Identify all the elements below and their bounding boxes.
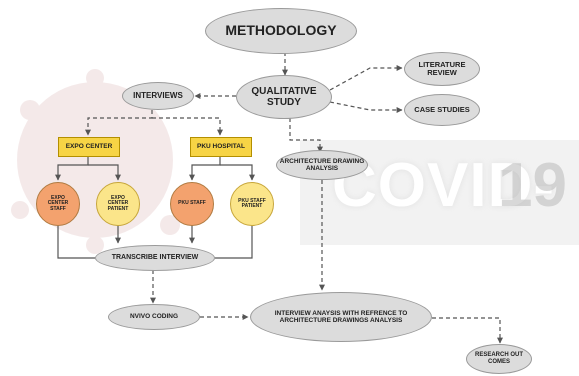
node-pku-staff: PKU STAFF	[170, 182, 214, 226]
node-transcribe-interview: TRANSCRIBE INTERVIEW	[95, 245, 215, 271]
node-expo-center-staff: EXPO CENTER STAFF	[36, 182, 80, 226]
covid-watermark-text: COVID-	[332, 151, 555, 220]
node-research-outcomes: RESEARCH OUT COMES	[466, 344, 532, 374]
node-pku-staff-patient: PKU STAFF PATIENT	[230, 182, 274, 226]
node-methodology: METHODOLOGY	[205, 8, 357, 54]
node-qualitative-study: QUALITATIVE STUDY	[236, 75, 332, 119]
node-interviews: INTERVIEWS	[122, 82, 194, 110]
solid-connectors	[55, 157, 255, 259]
node-case-studies: CASE STUDIES	[404, 94, 480, 126]
node-pku-hospital: PKU HOSPITAL	[190, 137, 252, 157]
node-expo-center-patient: EXPO CENTER PATIENT	[96, 182, 140, 226]
node-expo-center: EXPO CENTER	[58, 137, 120, 157]
connectors	[85, 52, 503, 344]
node-interview-analysis: INTERVIEW ANAYSIS WITH REFRENCE TO ARCHI…	[250, 292, 432, 342]
node-nvivo-coding: NVIVO CODING	[108, 304, 200, 330]
node-literature-review: LITERATURE REVIEW	[404, 52, 480, 86]
covid-watermark-number: 19	[498, 151, 567, 220]
node-architecture-drawing-analysis: ARCHITECTURE DRAWING ANALYSIS	[276, 150, 368, 180]
